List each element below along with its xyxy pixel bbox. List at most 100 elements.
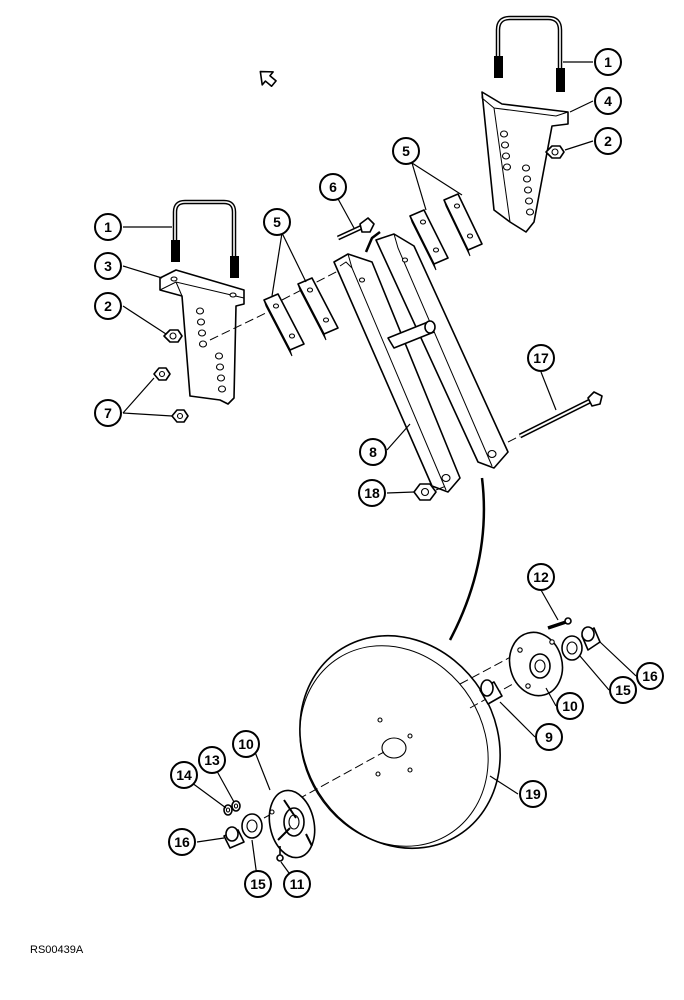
callout-label: 2: [604, 133, 612, 149]
callout-circle: [527, 563, 555, 591]
nut-left: [163, 329, 183, 343]
callout-c15-right: 15: [609, 676, 637, 704]
callout-c7: 7: [94, 399, 122, 427]
cap-right-16: [581, 626, 601, 651]
callout-label: 19: [525, 786, 541, 802]
callout-circle: [594, 87, 622, 115]
mounting-bracket-right: [481, 91, 569, 233]
callout-circle: [263, 208, 291, 236]
callout-c15-left: 15: [244, 870, 272, 898]
spacer-bushing-9: [479, 679, 503, 705]
callout-circle: [527, 344, 555, 372]
callout-circle: [283, 870, 311, 898]
callout-c8: 8: [359, 438, 387, 466]
nut-18: [413, 483, 447, 501]
callout-label: 14: [176, 767, 192, 783]
callout-label: 15: [615, 682, 631, 698]
mounting-bracket-left: [159, 269, 245, 405]
callout-c17: 17: [527, 344, 555, 372]
callout-c2-top: 2: [594, 127, 622, 155]
leader-lines: [122, 61, 637, 885]
callout-label: 5: [402, 143, 410, 159]
grease-fitting-11: [276, 846, 284, 862]
callout-label: 10: [238, 736, 254, 752]
bolt-12: [547, 617, 572, 630]
callout-circle: [636, 662, 664, 690]
callout-circle: [94, 399, 122, 427]
callout-c11: 11: [283, 870, 311, 898]
callout-c16-right: 16: [636, 662, 664, 690]
callout-label: 11: [290, 876, 305, 892]
callout-label: 17: [533, 350, 549, 366]
callout-label: 9: [545, 729, 553, 745]
bearing-left-15: [241, 813, 263, 839]
callout-c4: 4: [594, 87, 622, 115]
lock-nut-a: [153, 367, 171, 381]
callout-label: 13: [204, 752, 220, 768]
callout-c5-left: 5: [263, 208, 291, 236]
callout-label: 1: [104, 219, 112, 235]
lock-nut-b: [171, 409, 189, 423]
callout-c9: 9: [535, 723, 563, 751]
u-bolt-left: [171, 199, 239, 278]
callout-circle: [198, 746, 226, 774]
callout-circle: [232, 730, 260, 758]
callout-label: 7: [104, 405, 112, 421]
bearing-right-15: [561, 635, 583, 661]
spacer-plate-right-b: [443, 193, 483, 257]
spacer-plate-right-a: [409, 209, 449, 271]
callout-circle: [94, 252, 122, 280]
callout-circle: [319, 173, 347, 201]
callout-label: 15: [250, 876, 266, 892]
callout-c10-left: 10: [232, 730, 260, 758]
callout-c19: 19: [519, 780, 547, 808]
callout-circle: [94, 213, 122, 241]
callout-label: 8: [369, 444, 377, 460]
callout-circle: [170, 761, 198, 789]
callout-c1-left: 1: [94, 213, 122, 241]
callout-circle: [94, 292, 122, 320]
callout-label: 2: [104, 298, 112, 314]
callout-label: 1: [604, 54, 612, 70]
flex-curve: [448, 477, 486, 641]
long-bolt-17: [507, 391, 603, 443]
callout-c10-right: 10: [556, 692, 584, 720]
callout-circle: [594, 127, 622, 155]
callout-label: 3: [104, 258, 112, 274]
callout-c13: 13: [198, 746, 226, 774]
callout-c16-left: 16: [168, 828, 196, 856]
callout-circle: [609, 676, 637, 704]
callout-c14: 14: [170, 761, 198, 789]
callout-label: 16: [642, 668, 658, 684]
spacer-plate-left-a: [263, 293, 305, 357]
nut-right: [545, 145, 565, 159]
hub-flange-left: [268, 789, 316, 859]
callout-circle: [519, 780, 547, 808]
scraper-arm: [333, 231, 509, 493]
callout-circle: [244, 870, 272, 898]
callout-circle: [556, 692, 584, 720]
callout-circle: [392, 137, 420, 165]
spacer-plate-left-b: [297, 277, 339, 341]
callout-c12: 12: [527, 563, 555, 591]
callout-c6: 6: [319, 173, 347, 201]
callout-circle: [358, 479, 386, 507]
callout-label: 12: [533, 569, 549, 585]
callout-c3: 3: [94, 252, 122, 280]
callout-circle: [535, 723, 563, 751]
callout-label: 6: [329, 179, 337, 195]
callout-c1-top: 1: [594, 48, 622, 76]
callout-label: 16: [174, 834, 190, 850]
nut-14: [223, 804, 233, 816]
callout-c18: 18: [358, 479, 386, 507]
axis-line-left: [263, 751, 385, 819]
cap-left-16: [223, 826, 245, 849]
callout-label: 10: [562, 698, 578, 714]
callout-circle: [168, 828, 196, 856]
u-bolt-right: [494, 15, 565, 92]
callout-label: 18: [364, 485, 380, 501]
washer-13: [231, 800, 241, 812]
callout-label: 4: [604, 93, 612, 109]
